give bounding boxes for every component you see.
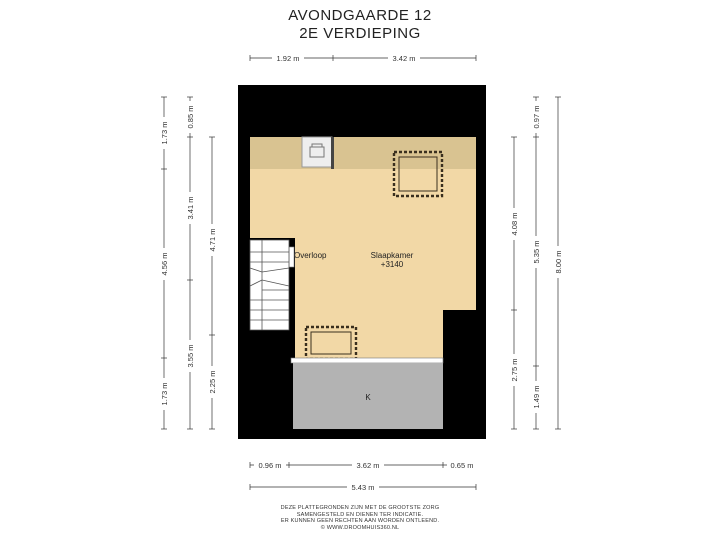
room-label-overloop: Overloop bbox=[294, 251, 327, 260]
dim-top-left: 1.92 m bbox=[277, 54, 300, 63]
page-title: AVONDGAARDE 12 bbox=[288, 7, 432, 24]
room-label-k: K bbox=[365, 393, 371, 402]
dim-left-third-mid: 4.71 m bbox=[208, 229, 217, 252]
room-level-slaapkamer: +3140 bbox=[381, 260, 404, 269]
skylight-top bbox=[392, 150, 444, 198]
disclaimer-line: DEZE PLATTEGRONDEN ZIJN MET DE GROOTSTE … bbox=[280, 505, 440, 511]
dim-right-total: 8.00 m bbox=[554, 251, 563, 274]
interior-wall bbox=[331, 137, 334, 169]
dim-bottom-left: 0.96 m bbox=[259, 461, 282, 470]
dim-right-outer-top: 0.97 m bbox=[532, 106, 541, 129]
disclaimer-line: ER KUNNEN GEEN RECHTEN AAN WORDEN ONTLEE… bbox=[280, 518, 440, 525]
floor-overloop bbox=[250, 169, 295, 238]
dim-right-outer-bottom: 1.49 m bbox=[532, 386, 541, 409]
skylight-bottom-inner bbox=[310, 331, 352, 355]
wall-block-right bbox=[443, 310, 476, 358]
dim-bottom-mid: 3.62 m bbox=[357, 461, 380, 470]
dim-left-inner-mid1: 3.41 m bbox=[186, 197, 195, 220]
dim-labels-h: 1.92 m 3.42 m 0.96 m 3.62 m 0.65 m 5.43 … bbox=[254, 53, 479, 492]
dim-left-inner-mid2: 3.55 m bbox=[186, 345, 195, 368]
dim-left-outer-bottom: 1.73 m bbox=[160, 383, 169, 406]
dim-right-outer-mid: 5.35 m bbox=[532, 241, 541, 264]
floor-slaapkamer-lower bbox=[295, 169, 443, 358]
dim-left-third-bottom: 2.25 m bbox=[208, 371, 217, 394]
page-subtitle: 2E VERDIEPING bbox=[299, 25, 421, 42]
dim-right-inner-bottom: 2.75 m bbox=[510, 359, 519, 382]
disclaimer: DEZE PLATTEGRONDEN ZIJN MET DE GROOTSTE … bbox=[0, 505, 720, 531]
dim-right-inner-top: 4.08 m bbox=[510, 213, 519, 236]
interior-wall-2 bbox=[289, 240, 295, 328]
disclaimer-line: SAMENGESTELD EN DIENEN TER INDICATIE. bbox=[296, 511, 424, 518]
dim-left-outer-top: 1.73 m bbox=[160, 122, 169, 145]
skylight-top-inner bbox=[398, 156, 438, 192]
stairwell bbox=[250, 240, 289, 330]
floor-left-top bbox=[250, 137, 302, 169]
shaft bbox=[301, 136, 333, 168]
dim-labels-v: 1.73 m 4.56 m 1.73 m 0.85 m 3.41 m 3.55 … bbox=[158, 101, 564, 413]
dim-bottom-right: 0.65 m bbox=[451, 461, 474, 470]
disclaimer-link: © WWW.DROOMHUIS360.NL bbox=[320, 524, 400, 531]
window-line bbox=[290, 357, 444, 364]
stair-steps bbox=[249, 239, 290, 331]
room-label-slaapkamer: Slaapkamer bbox=[371, 251, 414, 260]
shaft-symbol bbox=[309, 143, 325, 158]
dim-top-right: 3.42 m bbox=[393, 54, 416, 63]
balcony-k bbox=[293, 363, 443, 429]
dim-bottom-total: 5.43 m bbox=[352, 483, 375, 492]
dim-left-outer-mid: 4.56 m bbox=[160, 253, 169, 276]
dim-left-inner-top: 0.85 m bbox=[186, 106, 195, 129]
